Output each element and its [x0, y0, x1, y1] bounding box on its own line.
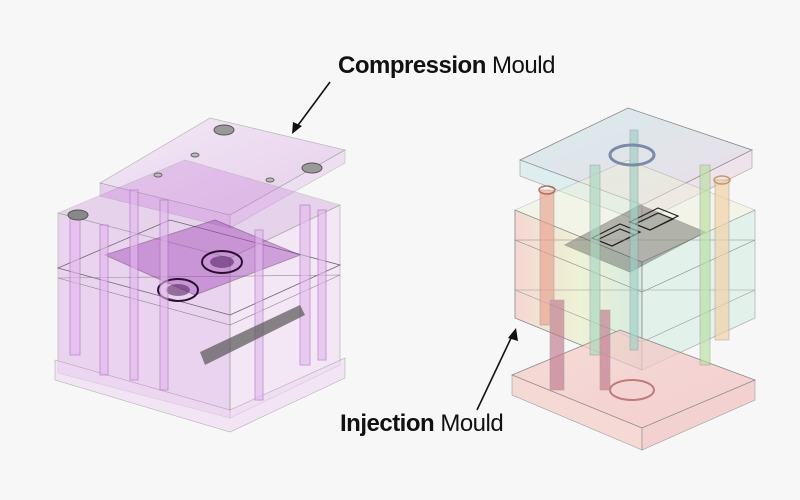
compression-label-bold: Compression — [338, 52, 486, 79]
injection-arrow — [476, 335, 513, 411]
compression-arrow — [295, 81, 331, 129]
compression-mould-label: Compression Mould — [338, 52, 555, 80]
compression-label-light: Mould — [492, 52, 555, 79]
injection-arrowhead — [508, 328, 518, 341]
compression-mould — [54, 117, 347, 433]
injection-label-light: Mould — [440, 410, 504, 437]
compression-cavity-ring — [157, 278, 199, 302]
compression-body-top — [56, 159, 342, 259]
injection-mould-label: Injection Mould — [340, 410, 504, 438]
injection-label-bold: Injection — [340, 410, 435, 437]
injection-mould — [510, 107, 757, 451]
compression-arrowhead — [292, 122, 302, 134]
compression-cavity-ring — [201, 250, 243, 274]
